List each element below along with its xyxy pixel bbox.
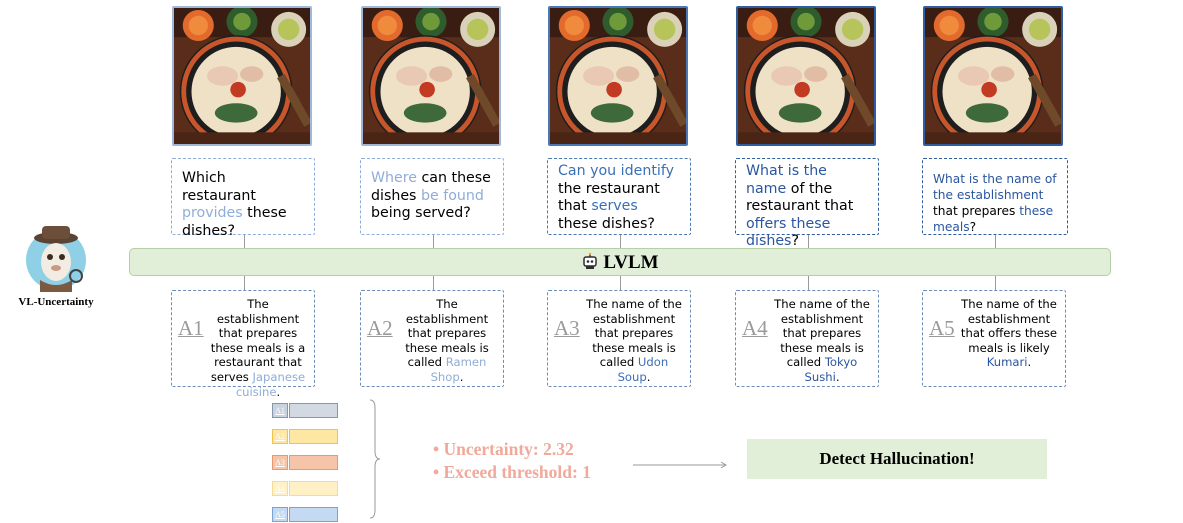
connector-line [620, 276, 621, 291]
connector-line [244, 235, 245, 248]
text-span: The establishment that prepares these me… [405, 297, 489, 370]
exceed-threshold-value: • Exceed threshold: 1 [433, 462, 591, 482]
answer-text: The establishment that prepares these me… [206, 297, 310, 399]
question-box: Which restaurant provides these dishes? [171, 158, 315, 239]
lvlm-label: LVLM [603, 252, 659, 273]
highlight-text: Where [371, 170, 417, 186]
ramen-photo [736, 6, 876, 146]
answer-id: A4 [742, 316, 768, 340]
stack-answer-label: A2 [272, 429, 288, 444]
stack-answer-bar [289, 429, 338, 444]
stack-answer-bar [289, 507, 338, 522]
text-span: these dishes? [182, 205, 287, 239]
mascot-avatar [22, 224, 90, 292]
connector-line [995, 276, 996, 291]
connector-line [433, 235, 434, 248]
answer-text: The establishment that prepares these me… [395, 297, 499, 385]
stack-answer-label: A5 [272, 507, 288, 522]
ramen-photo [923, 6, 1063, 146]
answer-text: The name of the establishment that offer… [957, 297, 1061, 370]
text-span: that prepares [933, 204, 1020, 218]
lvlm-label-wrap: LVLM [130, 252, 1110, 276]
text-span: The name of the establishment that offer… [960, 297, 1058, 355]
question-box: Where can these dishes be found being se… [360, 158, 504, 235]
highlight-text: What is the name of the establishment [933, 172, 1057, 202]
answer-id: A2 [367, 316, 393, 340]
connector-line [808, 276, 809, 291]
stack-answer-bar [289, 403, 338, 418]
detect-hallucination-box: Detect Hallucination! [747, 439, 1047, 479]
ramen-photo [548, 6, 688, 146]
highlight-text: offers these dishes [746, 215, 831, 250]
arrow-icon [633, 455, 729, 469]
highlight-text: Tokyo Sushi [804, 355, 858, 384]
stack-answer-bar [289, 455, 338, 470]
highlight-text: What is the name [746, 163, 827, 197]
highlight-text: Udon Soup [617, 355, 669, 384]
text-span: the restaurant that [558, 180, 660, 215]
lvlm-bar: LVLM [129, 248, 1111, 276]
ramen-photo [361, 6, 501, 146]
answer-text: The name of the establishment that prepa… [770, 297, 874, 385]
text-span: The establishment that prepares these me… [210, 297, 306, 384]
text-span: can these dishes [371, 170, 491, 204]
highlight-text: be found [420, 187, 484, 204]
highlight-text: serves [591, 198, 638, 214]
highlight-text: Ramen Shop [430, 355, 487, 384]
text-span: . [646, 369, 651, 384]
stack-answer-label: A3 [272, 455, 288, 470]
text-span: . [276, 384, 281, 399]
connector-line [995, 235, 996, 248]
question-box: What is the name of the establishment th… [922, 158, 1068, 235]
mascot-name: VL-Uncertainty [18, 296, 94, 308]
question-box: What is the name of the restaurant that … [735, 158, 879, 249]
stack-answer-bar [289, 481, 338, 496]
text-span: . [835, 369, 840, 384]
question-box: Can you identify the restaurant that ser… [547, 158, 691, 235]
stack-answer-label: A4 [272, 481, 288, 496]
highlight-text: Kumari [986, 355, 1028, 370]
brace-icon [368, 398, 382, 520]
uncertainty-value: • Uncertainty: 2.32 [433, 439, 574, 459]
text-span: . [459, 369, 464, 384]
text-span: ? [969, 220, 977, 234]
connector-line [808, 235, 809, 248]
answer-id: A1 [178, 316, 204, 340]
text-span: being served? [371, 205, 471, 221]
highlight-text: provides [182, 205, 243, 221]
text-span: Which restaurant [182, 170, 256, 204]
detect-label: Detect Hallucination! [819, 449, 975, 468]
connector-line [244, 276, 245, 291]
robot-icon [581, 252, 599, 276]
text-span: of the restaurant that [746, 180, 854, 215]
connector-line [620, 235, 621, 248]
ramen-photo [172, 6, 312, 146]
text-span: The name of the establishment that prepa… [586, 297, 682, 370]
answer-box: A2 The establishment that prepares these … [360, 290, 504, 387]
text-span: ? [791, 233, 799, 249]
stack-answer-label: A1 [272, 403, 288, 418]
highlight-text: these meals [933, 204, 1054, 234]
connector-line [433, 276, 434, 291]
result-list: • Uncertainty: 2.32 • Exceed threshold: … [433, 438, 591, 484]
text-span: these dishes? [558, 215, 655, 232]
answer-id: A3 [554, 316, 580, 340]
answer-text: The name of the establishment that prepa… [582, 297, 686, 385]
text-span: . [1027, 355, 1032, 370]
highlight-text: Can you identify [558, 163, 674, 179]
highlight-text: Japanese cuisine [235, 369, 306, 399]
text-span: The name of the establishment that prepa… [774, 297, 870, 370]
answer-id: A5 [929, 316, 955, 340]
